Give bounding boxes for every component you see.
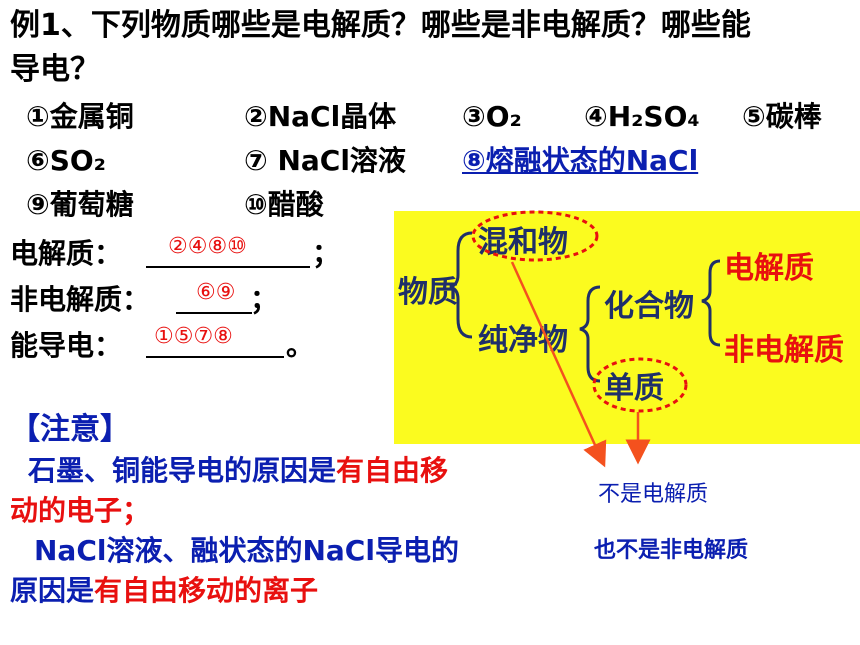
item-2: ②NaCl晶体 — [244, 100, 397, 133]
item-9: ⑨葡萄糖 — [26, 188, 134, 221]
electrolyte-end: ； — [312, 237, 341, 270]
item-8-link[interactable]: ⑧熔融状态的NaCl — [462, 144, 699, 177]
nonelectrolyte-blank — [176, 312, 252, 314]
conductive-blank — [146, 356, 284, 358]
note-line-1: 石墨、铜能导电的原因是有自由移 — [28, 454, 448, 488]
note-line-3: NaCl溶液、融状态的NaCl导电的 — [34, 534, 459, 568]
brace-root — [449, 231, 473, 339]
diagram-compound: 化合物 — [604, 289, 694, 324]
item-6: ⑥SO₂ — [26, 144, 106, 177]
diagram-mixture: 混和物 — [478, 225, 568, 260]
question-line-1: 例1、下列物质哪些是电解质？哪些是非电解质？哪些能 — [10, 8, 751, 43]
brace-compound — [701, 259, 721, 347]
note-line-2: 动的电子； — [10, 494, 150, 528]
note-line-1-red: 有自由移 — [336, 454, 449, 487]
conductive-label: 能导电： — [10, 329, 123, 362]
brace-pure — [579, 285, 601, 383]
note-line-4-blue: 原因是 — [10, 574, 95, 607]
item-8[interactable]: ⑧熔融状态的NaCl — [462, 144, 698, 178]
diagram-nonelectrolyte: 非电解质 — [724, 333, 844, 368]
electrolyte-answer: ②④⑧⑩ — [168, 234, 247, 259]
item-5: ⑤碳棒 — [742, 100, 822, 133]
note-line-2-red: 动的电子； — [10, 494, 151, 527]
note-line-4-red: 有自由移动的离子 — [94, 574, 319, 607]
note-line-3-blue: NaCl溶液、融状态的NaCl导电的 — [34, 534, 459, 567]
item-7: ⑦ NaCl溶液 — [244, 144, 406, 177]
diagram-pure: 纯净物 — [478, 323, 568, 358]
note-title: 【注意】 — [10, 412, 130, 447]
diagram-element: 单质 — [604, 371, 664, 406]
conductive-answer: ①⑤⑦⑧ — [154, 324, 233, 349]
nonelectrolyte-end: ； — [250, 283, 279, 316]
question-line-2: 导电？ — [10, 52, 100, 87]
item-1: ①金属铜 — [26, 100, 134, 133]
diagram-root: 物质 — [398, 275, 458, 310]
side-note-not-electrolyte: 不是电解质 — [598, 482, 709, 507]
item-10: ⑩醋酸 — [244, 188, 324, 221]
nonelectrolyte-label: 非电解质： — [10, 283, 151, 316]
electrolyte-blank — [146, 266, 310, 268]
conductive-end: 。 — [286, 329, 315, 362]
electrolyte-label: 电解质： — [10, 237, 123, 270]
diagram-electrolyte: 电解质 — [724, 251, 814, 286]
item-3: ③O₂ — [462, 100, 522, 133]
note-line-4: 原因是有自由移动的离子 — [10, 574, 318, 608]
classification-diagram: 物质 混和物 纯净物 化合物 单质 电解质 非电解质 — [394, 211, 860, 444]
note-line-1-blue: 石墨、铜能导电的原因是 — [28, 454, 337, 487]
side-note-not-nonelectrolyte: 也不是非电解质 — [594, 538, 749, 563]
item-4: ④H₂SO₄ — [584, 100, 700, 133]
nonelectrolyte-answer: ⑥⑨ — [196, 280, 236, 305]
